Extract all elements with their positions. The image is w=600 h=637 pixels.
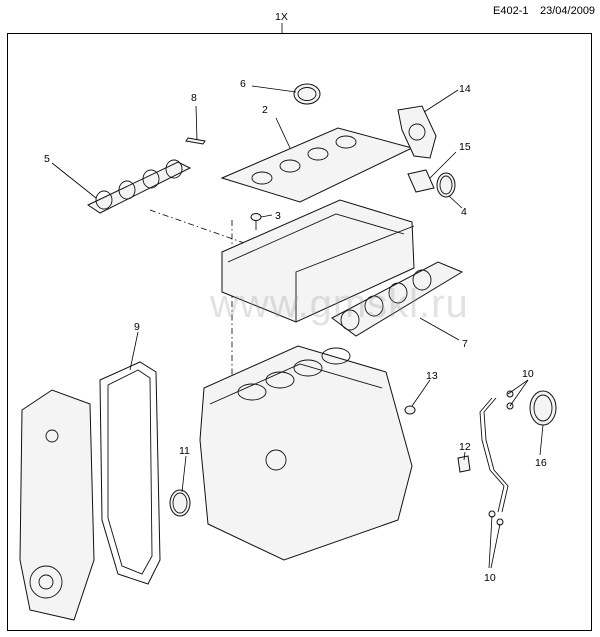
callout-4: 4 [461, 206, 467, 218]
callout-12: 12 [459, 441, 471, 453]
timing-cover-gasket-part-9[interactable] [99, 361, 161, 585]
callout-7: 7 [462, 338, 468, 350]
o-ring-part-4[interactable] [436, 172, 456, 198]
engine-block [199, 345, 413, 561]
callout-6: 6 [240, 78, 246, 90]
assembly-label: 1X [275, 11, 288, 23]
cylinder-head [221, 199, 415, 323]
document-id: E402-1 [493, 5, 529, 17]
callout-5: 5 [44, 153, 50, 165]
alignment-line-intake [149, 209, 251, 246]
flange-gasket-part-14[interactable] [397, 105, 437, 159]
square-gasket-part-15[interactable] [407, 169, 435, 193]
intake-gasket-part-5[interactable] [86, 159, 192, 214]
plug-part-13[interactable] [404, 405, 416, 415]
watermark: www.gmskl.ru [210, 282, 469, 326]
bolt-part-3[interactable] [250, 213, 262, 231]
callout-3: 3 [275, 210, 281, 222]
callout-15: 15 [459, 141, 471, 153]
seal-ring-part-6[interactable] [293, 83, 321, 105]
ring-part-11[interactable] [169, 489, 191, 517]
document-date: 23/04/2009 [540, 5, 596, 17]
callout-2: 2 [262, 104, 268, 116]
callout-10-bottom: 10 [484, 572, 496, 584]
callout-14: 14 [459, 83, 471, 95]
head-gasket-part-2[interactable] [220, 127, 414, 203]
callout-labels: 2 3 4 5 6 7 8 9 10 10 11 12 13 14 15 16 [44, 78, 547, 584]
callout-8: 8 [191, 92, 197, 104]
timing-cover [19, 389, 95, 621]
pin-part-8[interactable] [185, 137, 206, 145]
pipe-part-10[interactable] [479, 390, 514, 526]
callout-11: 11 [179, 445, 190, 457]
exhaust-gasket-part-7[interactable] [331, 261, 464, 337]
ring-part-16[interactable] [529, 390, 557, 426]
callout-9: 9 [134, 321, 140, 333]
leader-lines [51, 85, 544, 569]
callout-16: 16 [535, 457, 547, 469]
callout-13: 13 [426, 370, 438, 382]
callout-10-top: 10 [522, 368, 534, 380]
diagram-frame [7, 33, 592, 631]
